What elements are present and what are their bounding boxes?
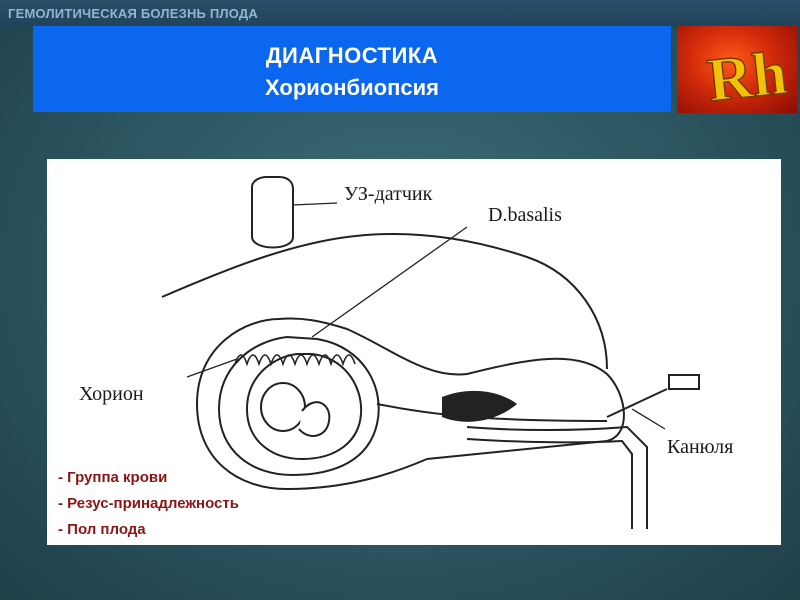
cannula-tube-inner — [466, 438, 633, 529]
probe-leader — [292, 202, 338, 206]
rh-logo-graphic: Rh — [704, 38, 791, 113]
slide-title: ДИАГНОСТИКА — [265, 43, 439, 68]
info-list: - Группа крови - Резус-принадлежность - … — [58, 465, 239, 543]
cannula-tube-outer — [466, 425, 648, 529]
fetus-body — [298, 401, 331, 437]
decidua-basalis-shading — [442, 390, 517, 422]
inner-cavity — [245, 353, 363, 461]
title-band: ДИАГНОСТИКА Хорионбиопсия — [33, 26, 671, 112]
top-bar: ГЕМОЛИТИЧЕСКАЯ БОЛЕЗНЬ ПЛОДА — [0, 0, 800, 28]
info-item-fetal-sex: - Пол плода — [58, 521, 146, 538]
label-chorion: Хорион — [79, 383, 144, 405]
fetus-head — [260, 382, 306, 432]
abdominal-wall — [161, 232, 608, 370]
cannula-leader — [631, 408, 666, 430]
basalis-leader — [311, 226, 468, 338]
diagram-drawing — [161, 176, 700, 529]
label-cannula: Канюля — [667, 436, 734, 458]
label-probe: УЗ-датчик — [344, 183, 433, 205]
chorionic-biopsy-diagram: УЗ-датчик D.basalis Хорион Канюля — [47, 159, 781, 545]
ultrasound-probe — [251, 176, 294, 249]
uterus-outline — [195, 317, 625, 491]
rh-logo-text: Rh — [704, 39, 790, 113]
needle — [606, 388, 668, 418]
slide-subtitle: Хорионбиопсия — [265, 75, 439, 100]
info-item-rh-factor: - Резус-принадлежность — [58, 495, 239, 512]
info-item-blood-group: - Группа крови — [58, 469, 168, 486]
chorion-leader — [186, 358, 238, 378]
label-basalis: D.basalis — [488, 204, 562, 226]
slide-top-title: ГЕМОЛИТИЧЕСКАЯ БОЛЕЗНЬ ПЛОДА — [8, 6, 258, 21]
amniotic-sac — [217, 335, 380, 477]
cannula-hub — [668, 374, 700, 390]
rh-logo: Rh — [677, 26, 797, 113]
chorion-villi — [234, 354, 356, 367]
